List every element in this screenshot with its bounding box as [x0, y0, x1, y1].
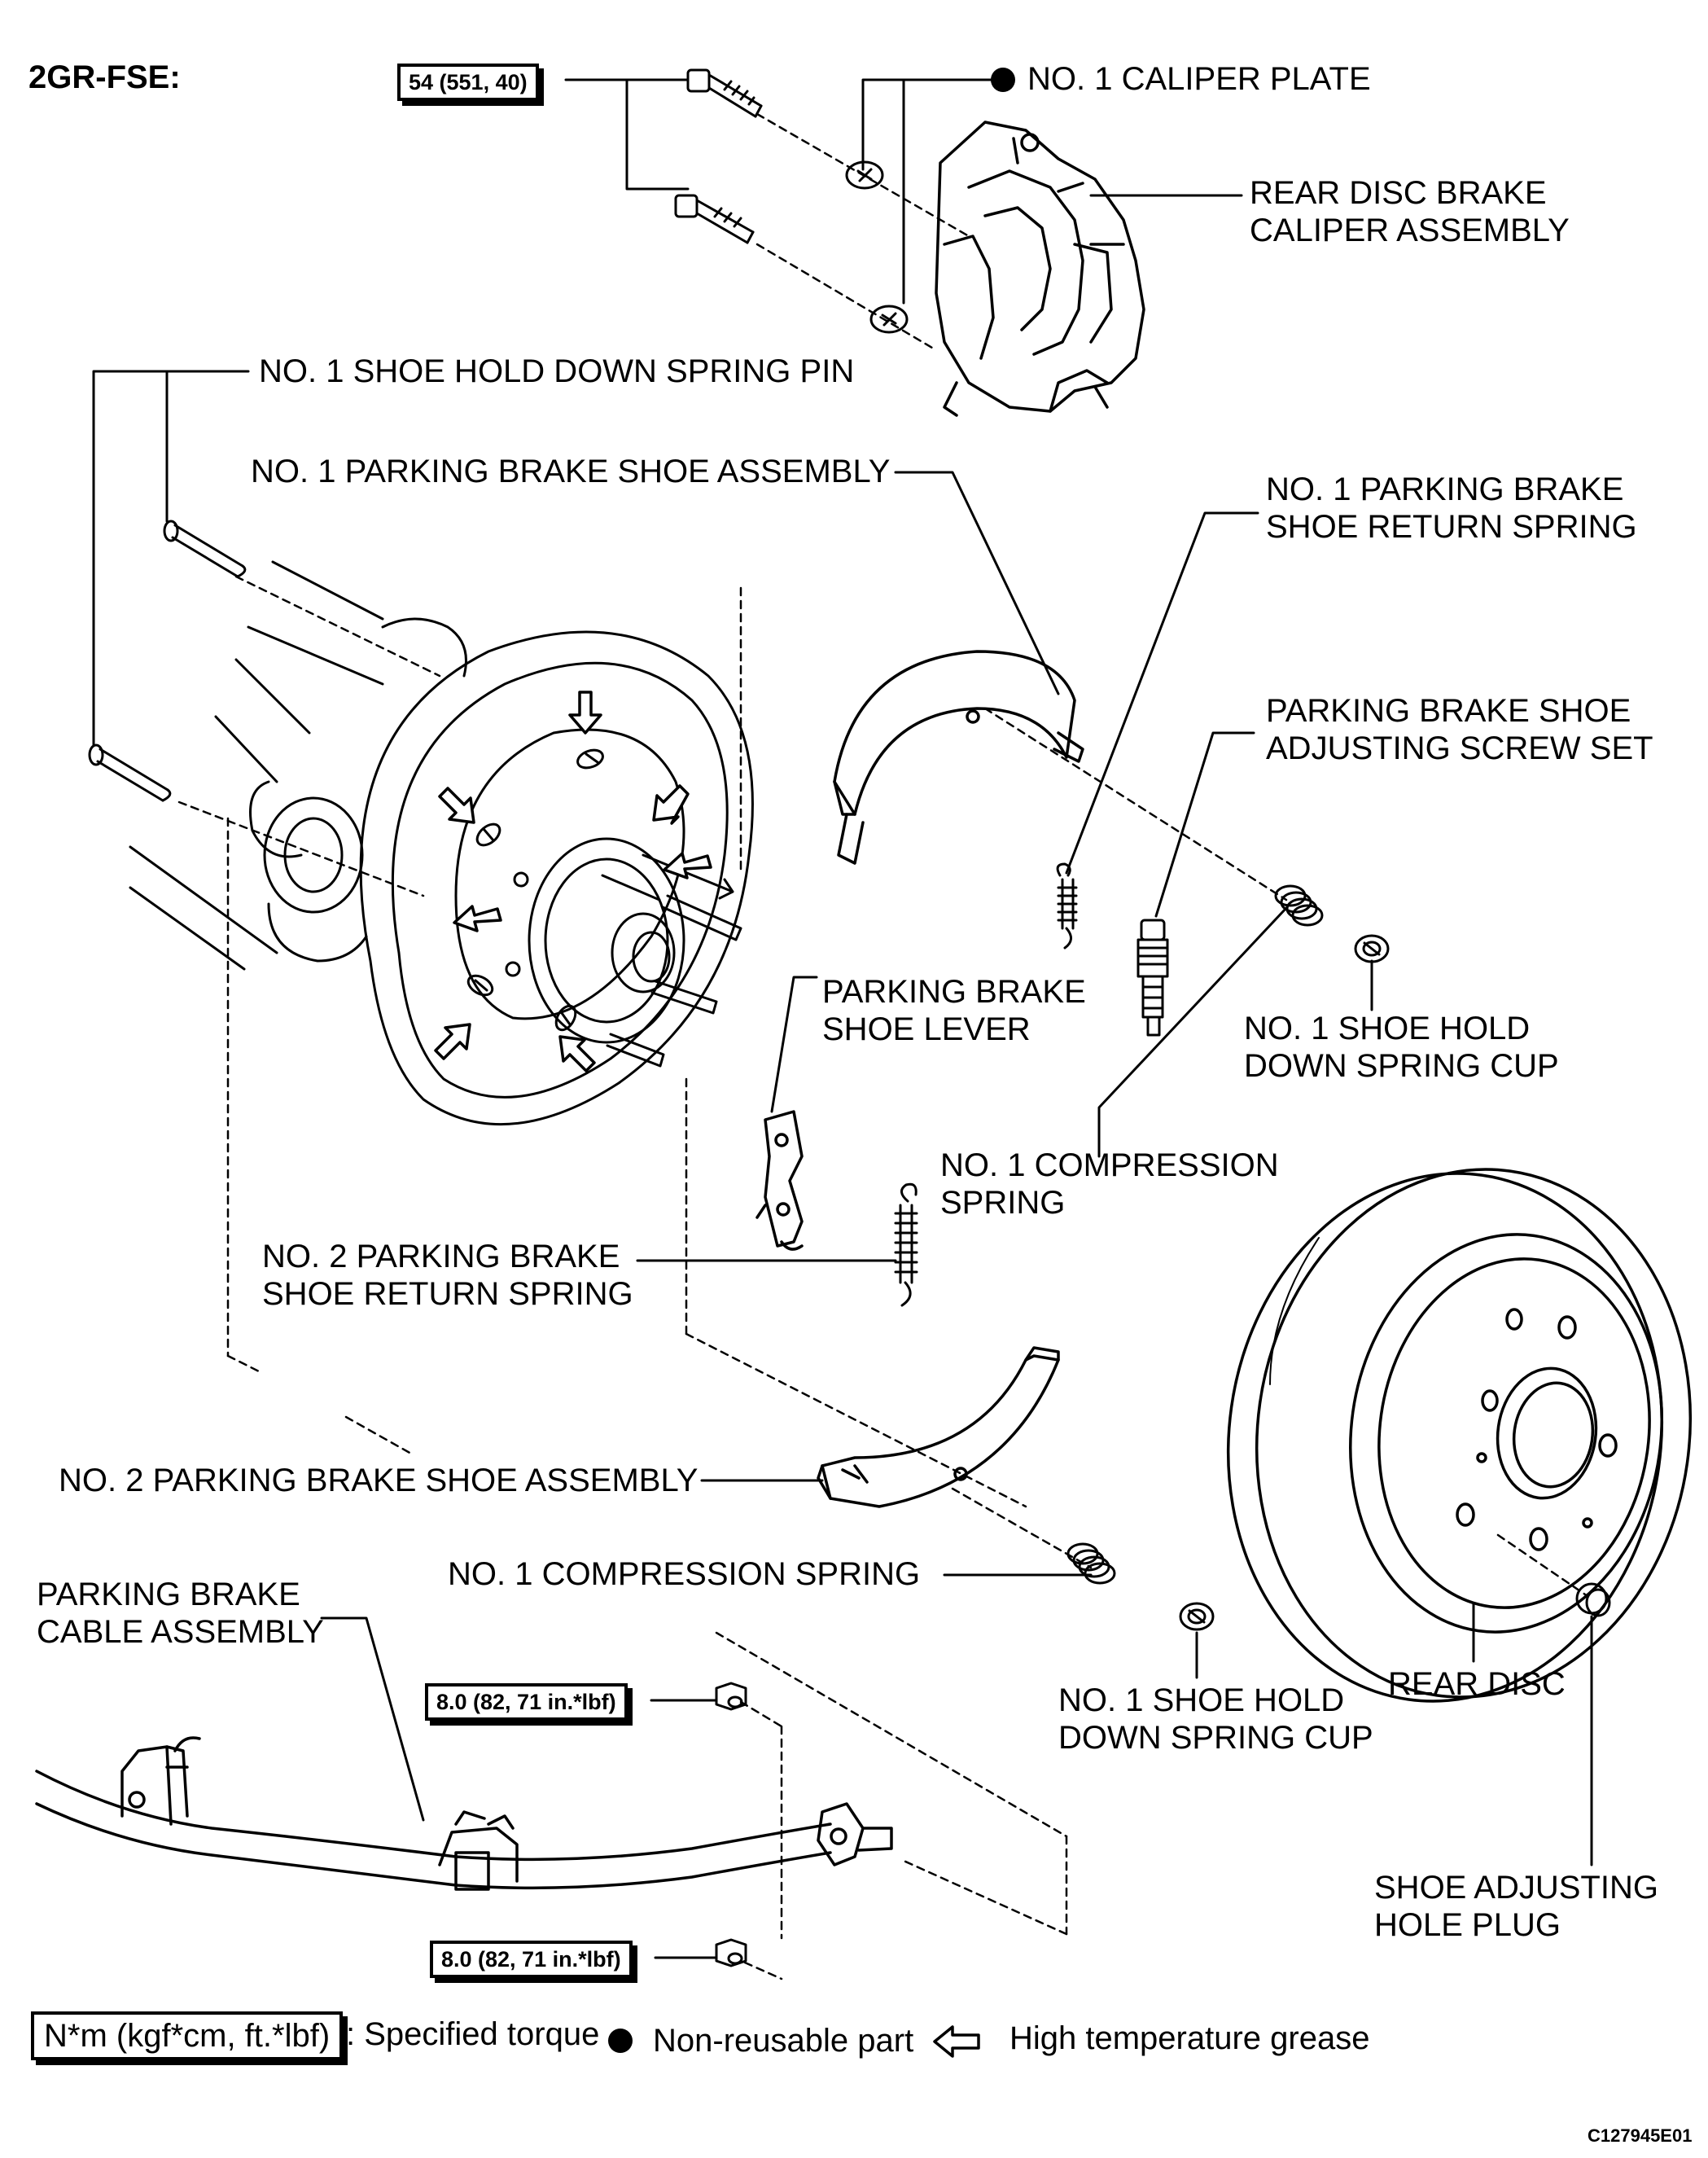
parking-brake-shoe-1	[833, 650, 1084, 865]
grease-arrows	[434, 691, 712, 1072]
caliper-plate-nonreusable-icon	[991, 68, 1015, 92]
parking-brake-shoe-2	[817, 1346, 1060, 1508]
label-shoe-lever: PARKING BRAKE SHOE LEVER	[822, 973, 1086, 1048]
parking-brake-cable	[35, 1736, 893, 1891]
label-hold-down-pin: NO. 1 SHOE HOLD DOWN SPRING PIN	[259, 353, 855, 389]
caliper-plate-lower	[869, 305, 909, 334]
rear-disc	[1226, 1168, 1693, 1703]
backing-plate-assembly	[129, 560, 754, 1126]
torque-cable-lower: 8.0 (82, 71 in.*lbf)	[430, 1941, 633, 1978]
label-return-spring-2-line2: SHOE RETURN SPRING	[262, 1276, 633, 1312]
legend-nonreusable-text: Non-reusable part	[653, 2023, 914, 2059]
label-hold-down-cup-lower: NO. 1 SHOE HOLD DOWN SPRING CUP	[1058, 1682, 1373, 1757]
compression-spring-lower	[1066, 1542, 1116, 1585]
label-return-spring-1-line2: SHOE RETURN SPRING	[1266, 509, 1637, 545]
shoe-adjusting-hole-plug	[1575, 1582, 1611, 1617]
label-rear-disc: REAR DISC	[1388, 1666, 1566, 1702]
caliper-assembly	[935, 121, 1145, 417]
leader-lines	[92, 78, 1593, 1959]
label-hold-down-cup-lower-line2: DOWN SPRING CUP	[1058, 1720, 1373, 1756]
caliper-bolt-lower	[674, 194, 755, 244]
label-shoe-assembly-1: NO. 1 PARKING BRAKE SHOE ASSEMBLY	[251, 454, 891, 489]
label-adjusting-screw-set-line2: ADJUSTING SCREW SET	[1266, 730, 1653, 766]
label-compression-spring-upper-line1: NO. 1 COMPRESSION	[940, 1147, 1279, 1183]
hold-down-cup-lower	[1179, 1602, 1215, 1631]
torque-cable-upper: 8.0 (82, 71 in.*lbf)	[425, 1683, 628, 1721]
label-hold-down-cup-upper-line2: DOWN SPRING CUP	[1244, 1048, 1559, 1084]
adjusting-screw-set	[1136, 919, 1169, 1037]
legend-torque-box: N*m (kgf*cm, ft.*lbf)	[31, 2011, 344, 2060]
label-hole-plug: SHOE ADJUSTING HOLE PLUG	[1374, 1869, 1658, 1944]
label-compression-spring-lower: NO. 1 COMPRESSION SPRING	[448, 1556, 921, 1592]
label-cable-assembly: PARKING BRAKE CABLE ASSEMBLY	[37, 1576, 324, 1651]
hold-down-pin-upper	[163, 520, 247, 578]
label-hold-down-cup-upper: NO. 1 SHOE HOLD DOWN SPRING CUP	[1244, 1010, 1559, 1085]
label-return-spring-1: NO. 1 PARKING BRAKE SHOE RETURN SPRING	[1266, 471, 1637, 546]
label-caliper-plate: NO. 1 CALIPER PLATE	[1027, 61, 1371, 97]
label-return-spring-2: NO. 2 PARKING BRAKE SHOE RETURN SPRING	[262, 1238, 633, 1313]
label-shoe-lever-line2: SHOE LEVER	[822, 1011, 1031, 1047]
return-spring-1	[1056, 862, 1078, 950]
hold-down-pin-lower	[88, 743, 172, 802]
figure-code: C127945E01	[1588, 2125, 1693, 2146]
cable-nut-upper	[715, 1682, 747, 1711]
legend-torque-text: : Specified torque	[346, 2016, 600, 2052]
caliper-plate-upper	[845, 160, 884, 190]
label-caliper-assembly-line1: REAR DISC BRAKE	[1250, 175, 1547, 211]
label-hold-down-cup-lower-line1: NO. 1 SHOE HOLD	[1058, 1682, 1345, 1718]
label-hole-plug-line1: SHOE ADJUSTING	[1374, 1870, 1658, 1906]
label-adjusting-screw-set-line1: PARKING BRAKE SHOE	[1266, 693, 1631, 729]
label-adjusting-screw-set: PARKING BRAKE SHOE ADJUSTING SCREW SET	[1266, 692, 1653, 767]
label-shoe-assembly-2: NO. 2 PARKING BRAKE SHOE ASSEMBLY	[59, 1463, 699, 1498]
label-hole-plug-line2: HOLE PLUG	[1374, 1907, 1561, 1943]
label-compression-spring-upper: NO. 1 COMPRESSION SPRING	[940, 1147, 1279, 1222]
label-hold-down-cup-upper-line1: NO. 1 SHOE HOLD	[1244, 1011, 1531, 1046]
parking-brake-shoe-lever	[755, 1110, 804, 1251]
return-spring-2	[894, 1182, 918, 1307]
hold-down-cup-upper	[1354, 934, 1390, 963]
cable-nut-lower	[715, 1938, 747, 1967]
label-shoe-lever-line1: PARKING BRAKE	[822, 974, 1086, 1010]
label-return-spring-2-line1: NO. 2 PARKING BRAKE	[262, 1239, 620, 1274]
label-return-spring-1-line1: NO. 1 PARKING BRAKE	[1266, 472, 1624, 507]
label-caliper-assembly: REAR DISC BRAKE CALIPER ASSEMBLY	[1250, 174, 1570, 249]
legend-nonreusable-icon	[608, 2029, 633, 2053]
engine-label: 2GR-FSE:	[28, 59, 181, 95]
legend-grease-icon	[933, 2025, 980, 2058]
label-caliper-assembly-line2: CALIPER ASSEMBLY	[1250, 213, 1570, 248]
label-cable-assembly-line1: PARKING BRAKE	[37, 1577, 300, 1612]
compression-spring-upper	[1274, 884, 1324, 927]
label-compression-spring-upper-line2: SPRING	[940, 1185, 1066, 1221]
dashed-assembly-lines	[177, 112, 1589, 1980]
caliper-bolt-upper	[686, 68, 763, 118]
torque-caliper-bolts: 54 (551, 40)	[397, 64, 539, 101]
label-cable-assembly-line2: CABLE ASSEMBLY	[37, 1614, 324, 1650]
legend-grease-text: High temperature grease	[1009, 2020, 1370, 2056]
